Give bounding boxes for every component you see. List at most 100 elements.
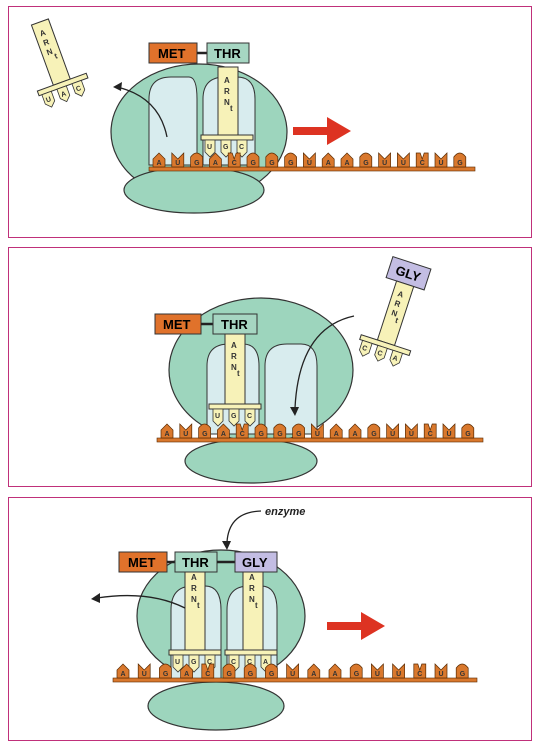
mrna-base-letter: G [363,160,369,167]
trna-letter: N [224,98,230,107]
trna-letter: A [231,341,237,350]
mrna-base-letter: G [288,160,294,167]
mrna-nucleotide [235,423,249,439]
mrna-nucleotide [413,663,427,679]
anticodon-letter: G [223,144,229,151]
mrna-nucleotide [265,152,279,168]
trna-exit-arrow [116,86,168,138]
enzyme-arrowhead [222,541,231,550]
mrna-base-letter: G [202,431,208,438]
mrna-nucleotide [405,423,418,439]
amino-acid-gly [234,551,278,573]
ribosome-small-subunit [184,438,318,484]
movement-arrow [293,117,351,145]
trna-letter: A [249,573,255,582]
mrna-nucleotide [397,152,410,168]
mrna-nucleotide [367,423,381,439]
anticodon-base [212,408,224,427]
mrna-base-letter: G [251,160,257,167]
mrna-nucleotide [265,663,278,679]
mrna-base-letter: U [401,160,406,167]
amino-acid-label: MET [158,46,186,61]
anticodon: U G C [204,139,248,158]
amino-acid-label: THR [182,555,209,570]
anticodon-base [374,344,388,362]
mrna-base-letter: U [142,671,147,678]
trna-letter: N [249,595,255,604]
mrna-base-letter: G [460,671,466,678]
movement-arrow [327,612,385,640]
mrna-base-letter: A [334,431,339,438]
mrna-base-letter: G [277,431,283,438]
mrna-nucleotide [286,663,299,679]
amino-acid-label: MET [128,555,156,570]
trna-exit-arrowhead [113,82,122,91]
anticodon-letter: U [175,659,180,666]
mrna-base-letter: C [205,671,210,678]
mrna-base-letter: A [157,160,162,167]
mrna-backbone [112,677,478,683]
mrna-base-letter: U [447,431,452,438]
mrna-base-letter: A [311,671,316,678]
amino-acid-label: THR [214,46,241,61]
anticodon-letter: A [391,355,398,363]
amino-acid-thr [206,42,250,64]
anticodon-base [359,339,373,357]
anticodon-base [71,79,86,97]
mrna-nucleotide [321,152,335,168]
mrna-nucleotide [392,663,405,679]
trna-letter: R [224,87,230,96]
trna-letters: A R N t [224,76,233,113]
mrna-base-letter: A [213,160,218,167]
mrna-nucleotide [292,423,305,439]
mrna-nucleotide [171,152,185,168]
mrna-nucleotide [179,423,193,439]
mrna-nucleotide [328,663,342,679]
anticodon-letter: C [247,413,252,420]
diagram-step-1: A R N t U G C MET THR A R N t [30,18,476,214]
mrna-base-letter: G [227,671,233,678]
anticodon-letter: C [376,350,383,358]
mrna-base-letter: G [269,160,275,167]
amino-acid-label: MET [163,317,191,332]
anticodon-base [188,654,200,673]
mrna-base-letter: C [420,160,425,167]
mrna-nucleotide [423,423,437,439]
anticodon-base [228,408,240,427]
anticodon-letter: A [60,91,67,99]
trna-letter: R [393,299,401,309]
mrna-base-letter: U [439,160,444,167]
mrna-base-letter: U [390,431,395,438]
enzyme-arrow [226,510,262,543]
mrna-base-letter: A [333,671,338,678]
trna-letter: N [191,595,197,604]
trna-arm [200,134,254,141]
ribosome-small-subunit [147,681,285,731]
mrna-base-letter: U [315,431,320,438]
anticodon-base [389,349,403,367]
mrna-base-letter: U [307,160,312,167]
mrna-nucleotide [415,152,429,168]
mrna-base-letter: U [183,431,188,438]
mrna-nucleotide [227,152,241,168]
ribosome-small-subunit [123,166,265,214]
anticodon-letter: U [207,144,212,151]
trna-letter: R [249,584,255,593]
diagram-step-3: A R N t U G C A R N t C C A MET THR GLY … [91,506,478,731]
mrna-nucleotide [137,663,151,679]
anticodon-letter: U [45,96,52,104]
mrna-base-letter: A [221,431,226,438]
trna-letter: A [191,573,197,582]
mrna-nucleotide [340,152,354,168]
mrna-nucleotide [442,423,456,439]
trna-letter: R [42,37,51,48]
mrna-nucleotide [303,152,316,168]
mrna-nucleotide [434,663,448,679]
mrna-base-letter: G [457,160,463,167]
mrna-base-letter: A [353,431,358,438]
mrna-nucleotide [307,663,321,679]
mrna-base-letter: U [409,431,414,438]
mrna-base-letter: G [354,671,360,678]
mrna-base-letter: G [465,431,471,438]
